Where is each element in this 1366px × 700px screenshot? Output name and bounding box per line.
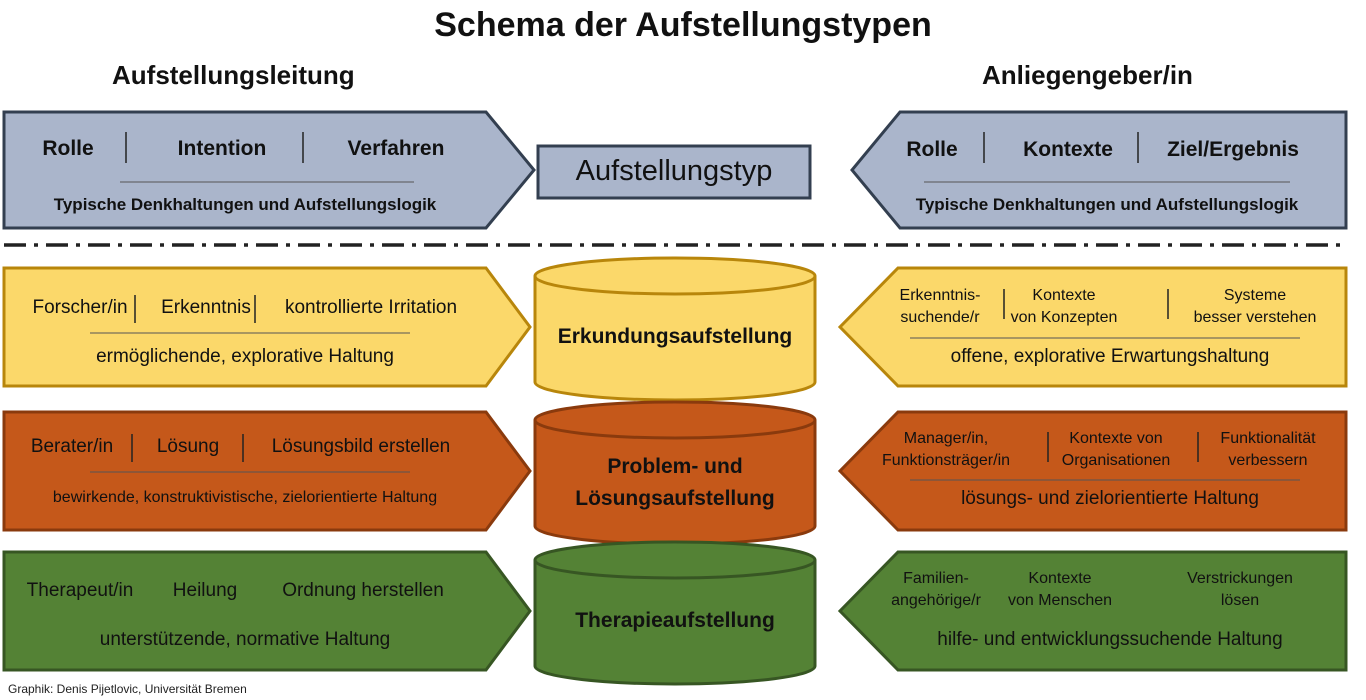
header-left-item: Verfahren — [347, 137, 445, 160]
row-right-item: Verstrickungen lösen — [1187, 570, 1293, 610]
row-cylinder-top — [533, 256, 817, 296]
row-left-note: unterstützende, normative Haltung — [99, 629, 391, 650]
row-left-note: ermöglichende, explorative Haltung — [96, 346, 394, 367]
row-right-arrow — [837, 266, 1348, 388]
row-left-item: Lösungsbild erstellen — [271, 436, 451, 457]
page-title: Schema der Aufstellungstypen — [434, 6, 932, 44]
row-left-item: Berater/in — [30, 436, 114, 457]
row-right-item: Kontexte von Menschen — [1007, 570, 1113, 610]
row-cylinder-top — [533, 540, 817, 580]
row-right-note: offene, explorative Erwartungshaltung — [950, 346, 1270, 367]
row-cylinder-body — [533, 560, 817, 686]
header-right-item: Ziel/Ergebnis — [1167, 138, 1299, 161]
row-right-note: lösungs- und zielorientierte Haltung — [961, 488, 1259, 509]
row-left-item: Therapeut/in — [26, 580, 134, 601]
row-right-item: Systeme besser verstehen — [1193, 287, 1317, 327]
header-left-subtitle: Typische Denkhaltungen und Aufstellungsl… — [53, 195, 437, 214]
row-right-note: hilfe- und entwicklungssuchende Haltung — [937, 629, 1283, 650]
row-cylinder-top — [533, 400, 817, 440]
header-right-arrow — [850, 110, 1348, 230]
row-left-item: kontrollierte Irritation — [284, 297, 458, 318]
row-right-item: Kontexte von Organisationen — [1061, 430, 1171, 470]
row-left-arrow — [2, 550, 532, 672]
header-left-arrow — [2, 110, 536, 230]
header-left-item: Intention — [177, 137, 267, 160]
header-left-item: Rolle — [42, 137, 94, 160]
row-right-item: Funktionalität verbessern — [1220, 430, 1316, 470]
row-left-item: Forscher/in — [32, 297, 128, 318]
header-right-item: Rolle — [906, 138, 958, 161]
header-right-subtitle: Typische Denkhaltungen und Aufstellungsl… — [915, 195, 1299, 214]
row-type-label: Erkundungsaufstellung — [557, 325, 793, 348]
row-left-arrow — [2, 410, 532, 532]
row-right-arrow — [837, 410, 1348, 532]
row-right-item: Manager/in, Funktionsträger/in — [881, 430, 1011, 470]
row-right-item: Erkenntnis- suchende/r — [899, 287, 981, 327]
row-right-item: Familien- angehörige/r — [891, 570, 981, 610]
header-right-item: Kontexte — [1023, 138, 1113, 161]
row-cylinder-body — [533, 276, 817, 402]
row-right-arrow — [837, 550, 1348, 672]
header-center-box — [536, 144, 812, 200]
row-left-item: Ordnung herstellen — [282, 580, 444, 601]
credit-line: Graphik: Denis Pijetlovic, Universität B… — [8, 682, 247, 696]
row-right-item: Kontexte von Konzepten — [1010, 287, 1118, 327]
row-type-label: Therapieaufstellung — [575, 609, 775, 632]
row-left-item: Lösung — [156, 436, 220, 457]
header-center-label: Aufstellungstyp — [575, 155, 773, 187]
left-column-heading: Aufstellungsleitung — [112, 60, 355, 90]
row-left-note: bewirkende, konstruktivistische, zielori… — [52, 489, 438, 506]
row-type-label: Problem- und Lösungsaufstellung — [575, 455, 775, 510]
right-column-heading: Anliegengeber/in — [982, 60, 1193, 90]
row-left-item: Erkenntnis — [161, 297, 251, 318]
row-left-item: Heilung — [172, 580, 238, 601]
